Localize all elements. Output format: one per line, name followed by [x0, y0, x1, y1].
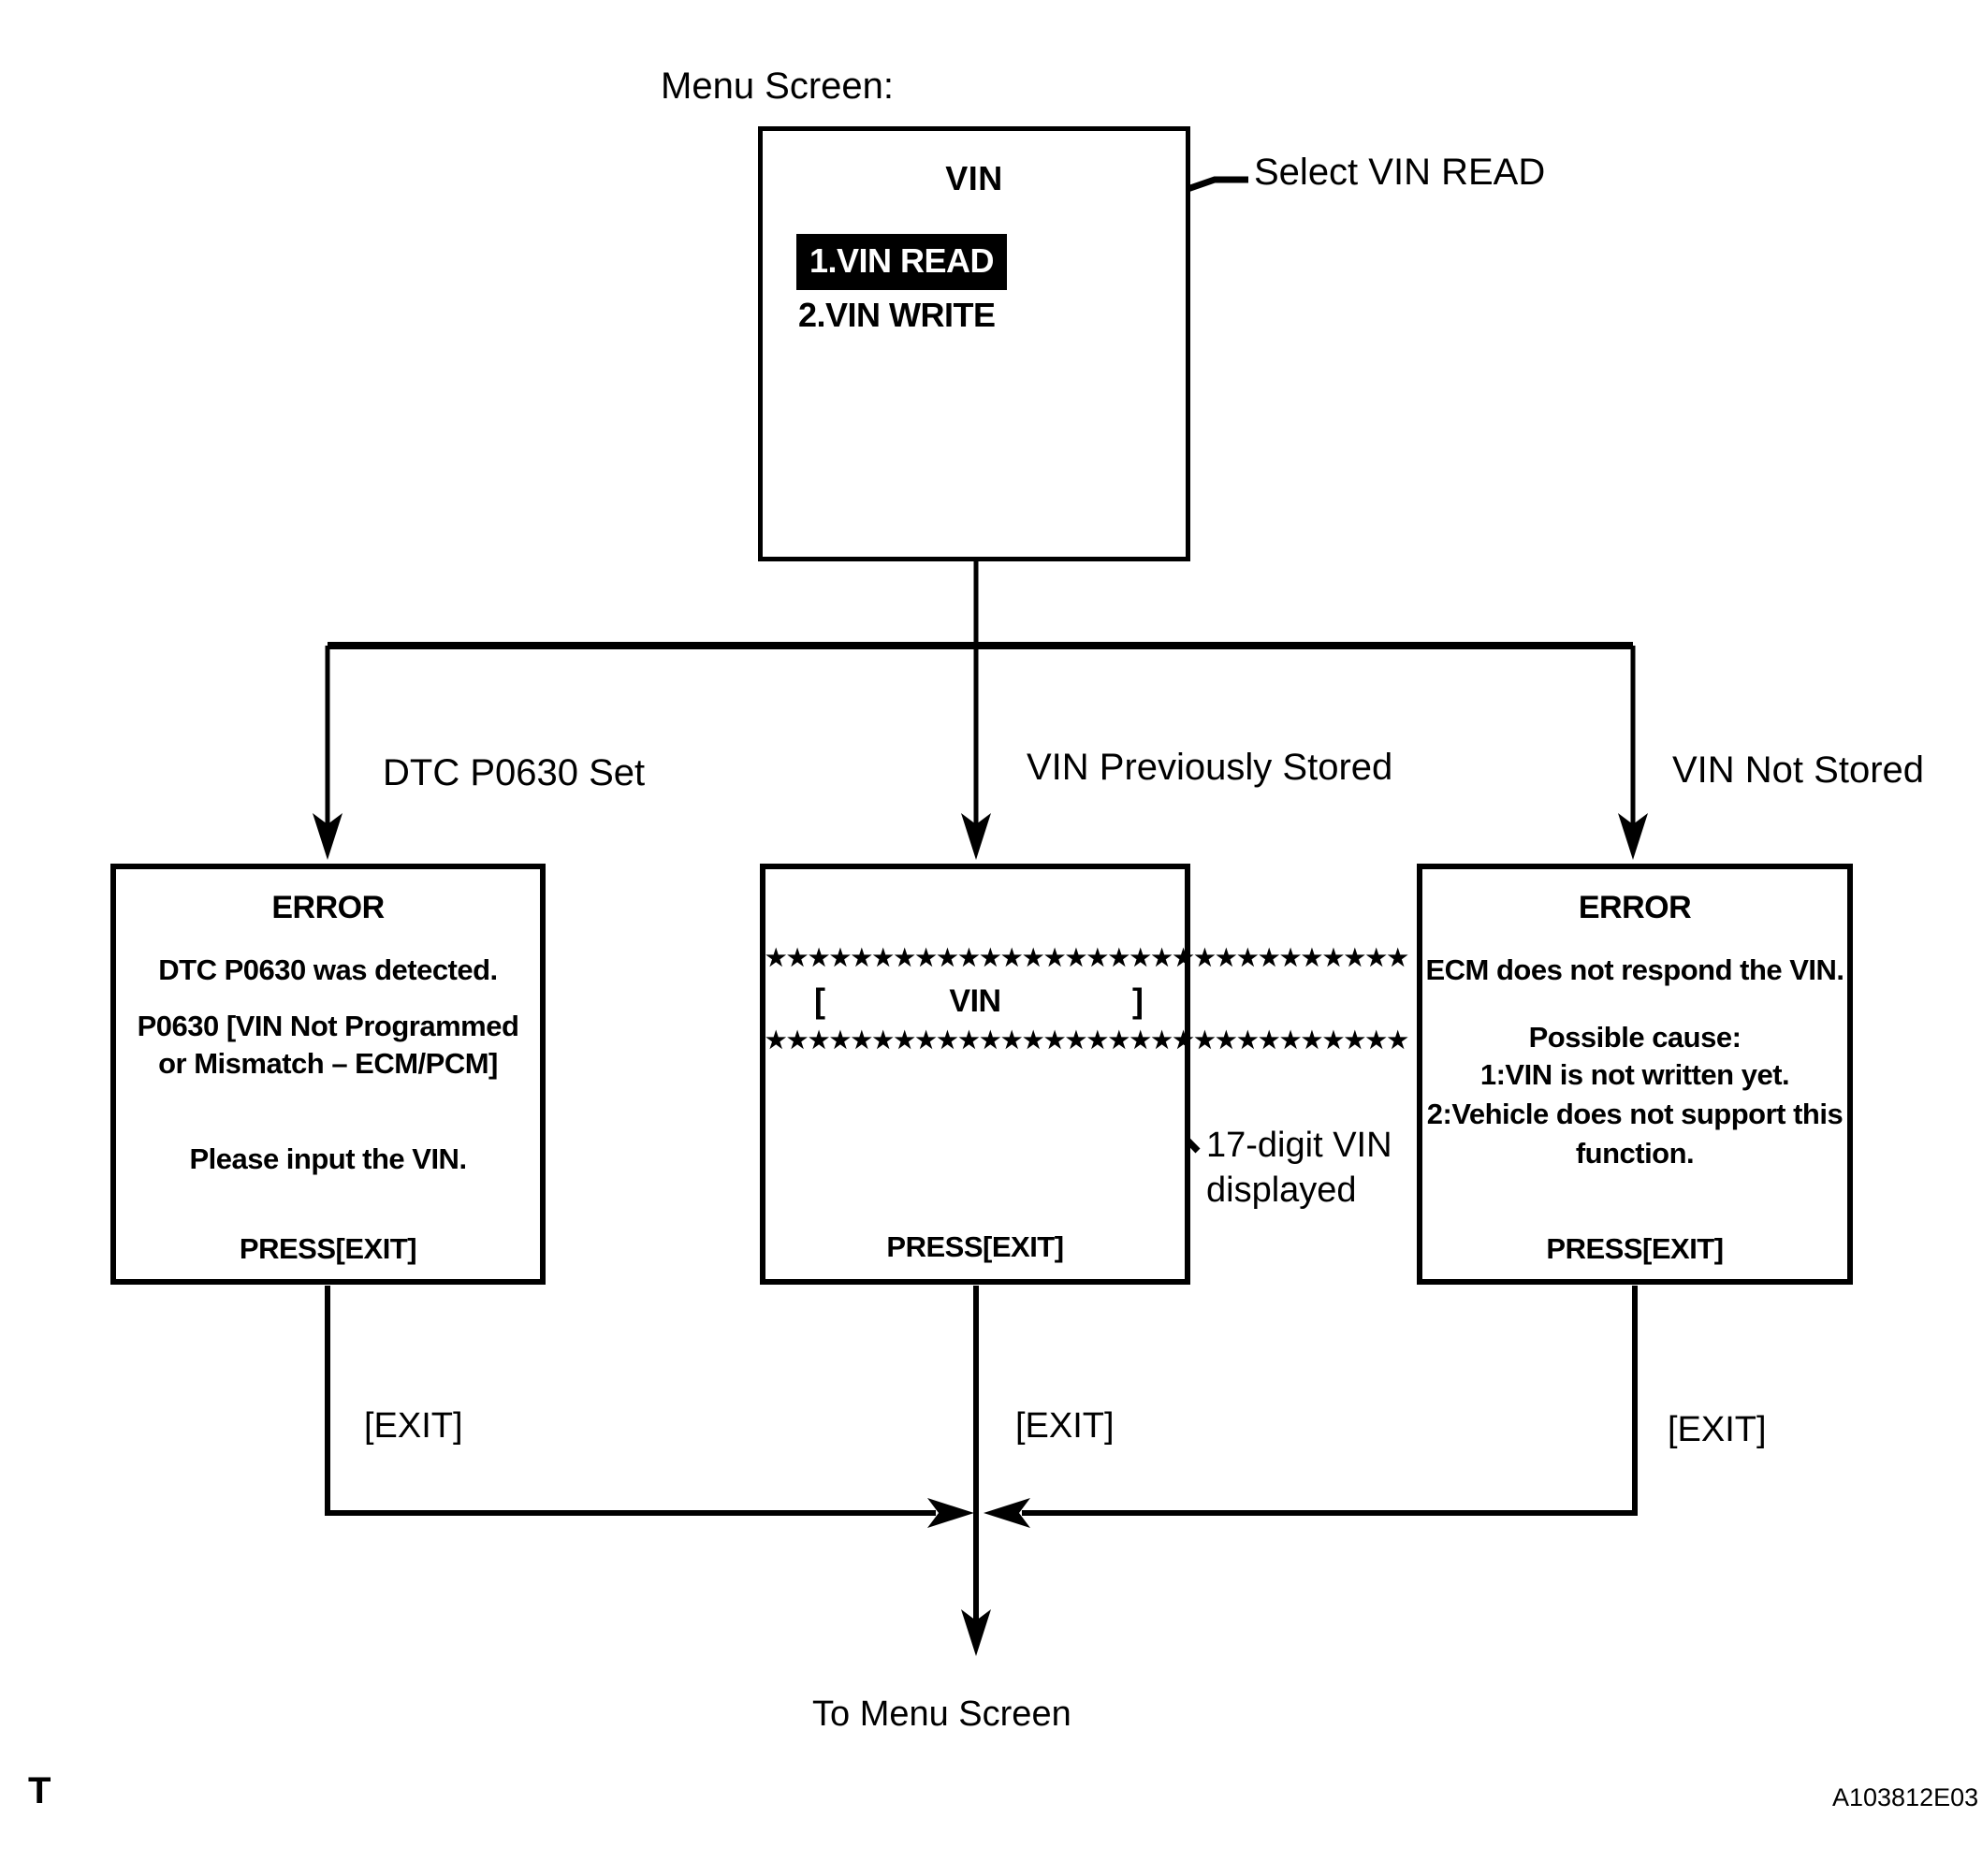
vin-display-footer: PRESS[EXIT] — [886, 1230, 1064, 1263]
ecm-error-line-5: function. — [1575, 1137, 1695, 1170]
dtc-error-line-3: or Mismatch – ECM/PCM] — [158, 1047, 498, 1080]
branch-label-vin-stored: VIN Previously Stored — [1027, 747, 1393, 788]
ecm-error-title: ERROR — [1578, 890, 1692, 925]
arrowhead-into-right-screen — [1618, 813, 1648, 860]
dtc-error-title: ERROR — [271, 890, 385, 925]
connector-exit-right — [1022, 1286, 1638, 1516]
connector-exit-left — [325, 1286, 936, 1516]
page-marker: T — [28, 1770, 51, 1811]
dtc-error-line-4: Please input the VIN. — [189, 1142, 467, 1175]
ecm-error-line-4: 2:Vehicle does not support this — [1426, 1098, 1844, 1130]
vin-display-stars-bottom: ★★★★★★★★★★★★★★★★★★★★★★★★★★★★★★ — [765, 1027, 1409, 1054]
dtc-error-screen: ERROR DTC P0630 was detected. P0630 [VIN… — [110, 864, 546, 1285]
exit-label-center: [EXIT] — [1015, 1406, 1115, 1446]
ecm-error-line-3: 1:VIN is not written yet. — [1479, 1058, 1790, 1091]
menu-item-vin-write: 2.VIN WRITE — [798, 296, 996, 334]
branch-label-dtc-set: DTC P0630 Set — [383, 752, 646, 793]
ecm-error-line-1: ECM does not respond the VIN. — [1425, 953, 1844, 986]
arrowhead-converge-from-left — [927, 1498, 974, 1528]
exit-label-left: [EXIT] — [364, 1406, 463, 1446]
vin-bracket-open: [ — [814, 982, 825, 1020]
menu-screen-label: Menu Screen: — [661, 65, 895, 107]
arrowhead-converge-from-right — [984, 1498, 1030, 1528]
vin-digits-callout-line2: displayed — [1206, 1171, 1357, 1210]
vin-digits-callout-line1: 17-digit VIN — [1206, 1126, 1392, 1165]
arrowhead-to-menu-screen — [961, 1609, 991, 1656]
exit-label-right: [EXIT] — [1668, 1410, 1767, 1449]
vin-display-screen: ★★★★★★★★★★★★★★★★★★★★★★★★★★★★★★ [ VIN ] ★… — [760, 864, 1409, 1285]
arrowhead-into-center-screen — [961, 813, 991, 860]
to-menu-screen-label: To Menu Screen — [812, 1694, 1071, 1734]
ecm-error-footer: PRESS[EXIT] — [1546, 1232, 1724, 1265]
vin-display-stars-top: ★★★★★★★★★★★★★★★★★★★★★★★★★★★★★★ — [765, 945, 1409, 971]
menu-screen-title: VIN — [945, 159, 1003, 197]
arrowhead-into-left-screen — [313, 813, 342, 860]
figure-code: A103812E03 — [1832, 1783, 1979, 1811]
vin-bracket-close: ] — [1132, 982, 1144, 1020]
menu-screen-box: VIN 1.VIN READ 2.VIN WRITE — [758, 126, 1190, 561]
ecm-error-screen: ERROR ECM does not respond the VIN. Poss… — [1417, 864, 1853, 1285]
vin-display-label: VIN — [949, 983, 1001, 1019]
dtc-error-footer: PRESS[EXIT] — [239, 1232, 417, 1265]
branch-label-vin-not-stored: VIN Not Stored — [1672, 749, 1925, 791]
select-vin-read-callout: Select VIN READ — [1254, 152, 1546, 193]
ecm-error-line-2: Possible cause: — [1528, 1021, 1742, 1054]
dtc-error-line-2: P0630 [VIN Not Programmed — [137, 1010, 519, 1042]
menu-item-vin-read: 1.VIN READ — [796, 234, 1008, 290]
dtc-error-line-1: DTC P0630 was detected. — [158, 953, 498, 986]
